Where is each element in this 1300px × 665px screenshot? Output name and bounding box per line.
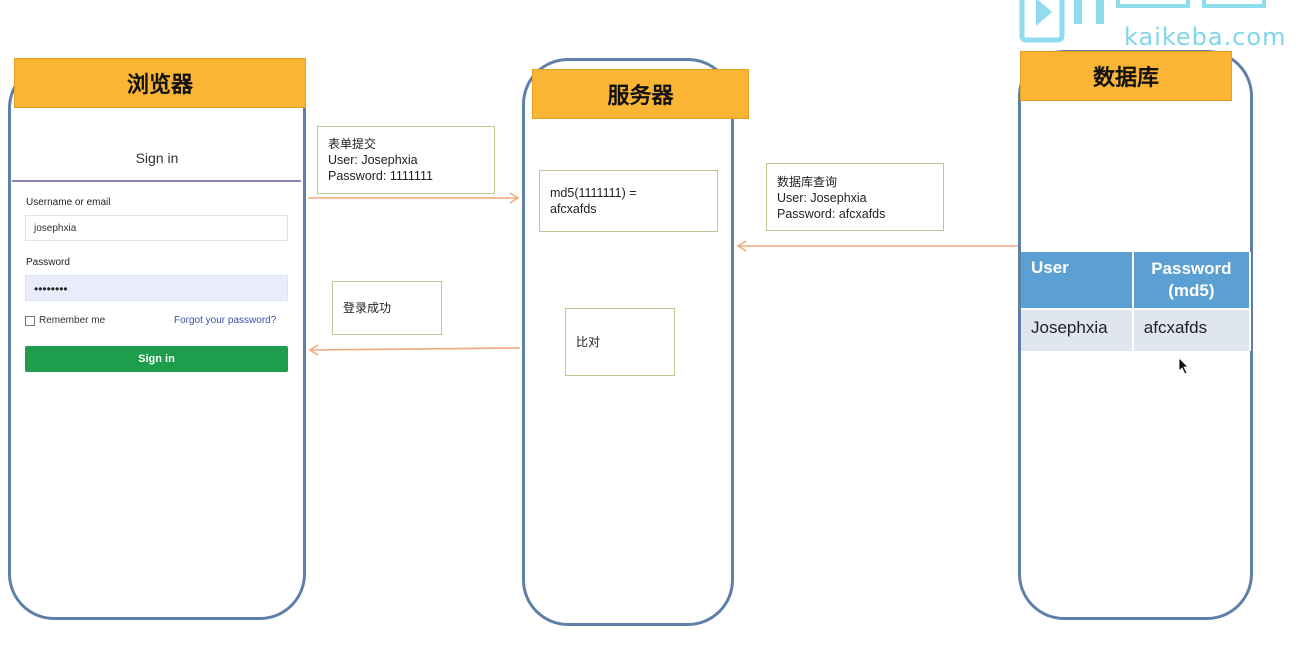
- remember-me-row[interactable]: Remember me: [25, 315, 105, 326]
- compare-note: 比对: [565, 308, 675, 376]
- note-password: Password: 1111111: [328, 169, 433, 183]
- server-title: 服务器: [532, 69, 749, 119]
- username-label: Username or email: [26, 197, 111, 208]
- column-header-user: User: [1021, 252, 1134, 309]
- arrow-db-to-server-head: [736, 240, 747, 252]
- note-user: User: Josephxia: [777, 191, 867, 205]
- db-query-note: 数据库查询 User: Josephxia Password: afcxafds: [766, 163, 944, 231]
- browser-container: [8, 62, 306, 620]
- column-header-password: Password (md5): [1132, 252, 1252, 309]
- note-user: User: Josephxia: [328, 153, 418, 167]
- cell-password: afcxafds: [1132, 308, 1252, 351]
- signin-button[interactable]: Sign in: [25, 346, 288, 372]
- remember-checkbox[interactable]: [25, 315, 35, 326]
- table-header-row: User Password (md5): [1021, 252, 1252, 309]
- arrow-server-to-browser: [311, 347, 521, 351]
- database-title: 数据库: [1020, 51, 1232, 101]
- login-success-note: 登录成功: [332, 281, 442, 335]
- username-input[interactable]: josephxia: [25, 215, 288, 241]
- password-input[interactable]: ••••••••: [25, 275, 288, 301]
- table-row: Josephxia afcxafds: [1021, 308, 1252, 351]
- logo-text: kaikeba.com: [1124, 23, 1287, 48]
- user-table: User Password (md5) Josephxia afcxafds: [1021, 252, 1252, 351]
- md5-note: md5(1111111) = afcxafds: [539, 170, 718, 232]
- password-label: Password: [26, 257, 70, 268]
- mouse-cursor-icon: [1178, 357, 1189, 375]
- browser-title: 浏览器: [14, 58, 306, 108]
- form-submit-note: 表单提交 User: Josephxia Password: 1111111: [317, 126, 495, 194]
- note-password: Password: afcxafds: [777, 207, 886, 221]
- column-header-password-line2: (md5): [1168, 281, 1215, 300]
- forgot-password-link[interactable]: Forgot your password?: [174, 315, 277, 326]
- compare-text: 比对: [576, 335, 601, 349]
- note-title: 表单提交: [328, 137, 377, 151]
- cell-user: Josephxia: [1021, 308, 1134, 351]
- remember-label: Remember me: [39, 315, 106, 326]
- column-header-password-line1: Password: [1151, 259, 1232, 278]
- md5-result: afcxafds: [550, 202, 597, 216]
- arrow-server-to-browser-head: [308, 344, 319, 356]
- md5-expression: md5(1111111) =: [550, 186, 637, 200]
- login-success-text: 登录成功: [343, 301, 392, 315]
- logo-graphic-icon: [1019, 0, 1266, 43]
- arrow-browser-to-server-head: [509, 192, 520, 204]
- signin-divider: [12, 180, 301, 182]
- note-title: 数据库查询: [777, 175, 838, 189]
- signin-heading: Sign in: [135, 150, 179, 166]
- kaikeba-logo: kaikeba.com: [1018, 0, 1300, 48]
